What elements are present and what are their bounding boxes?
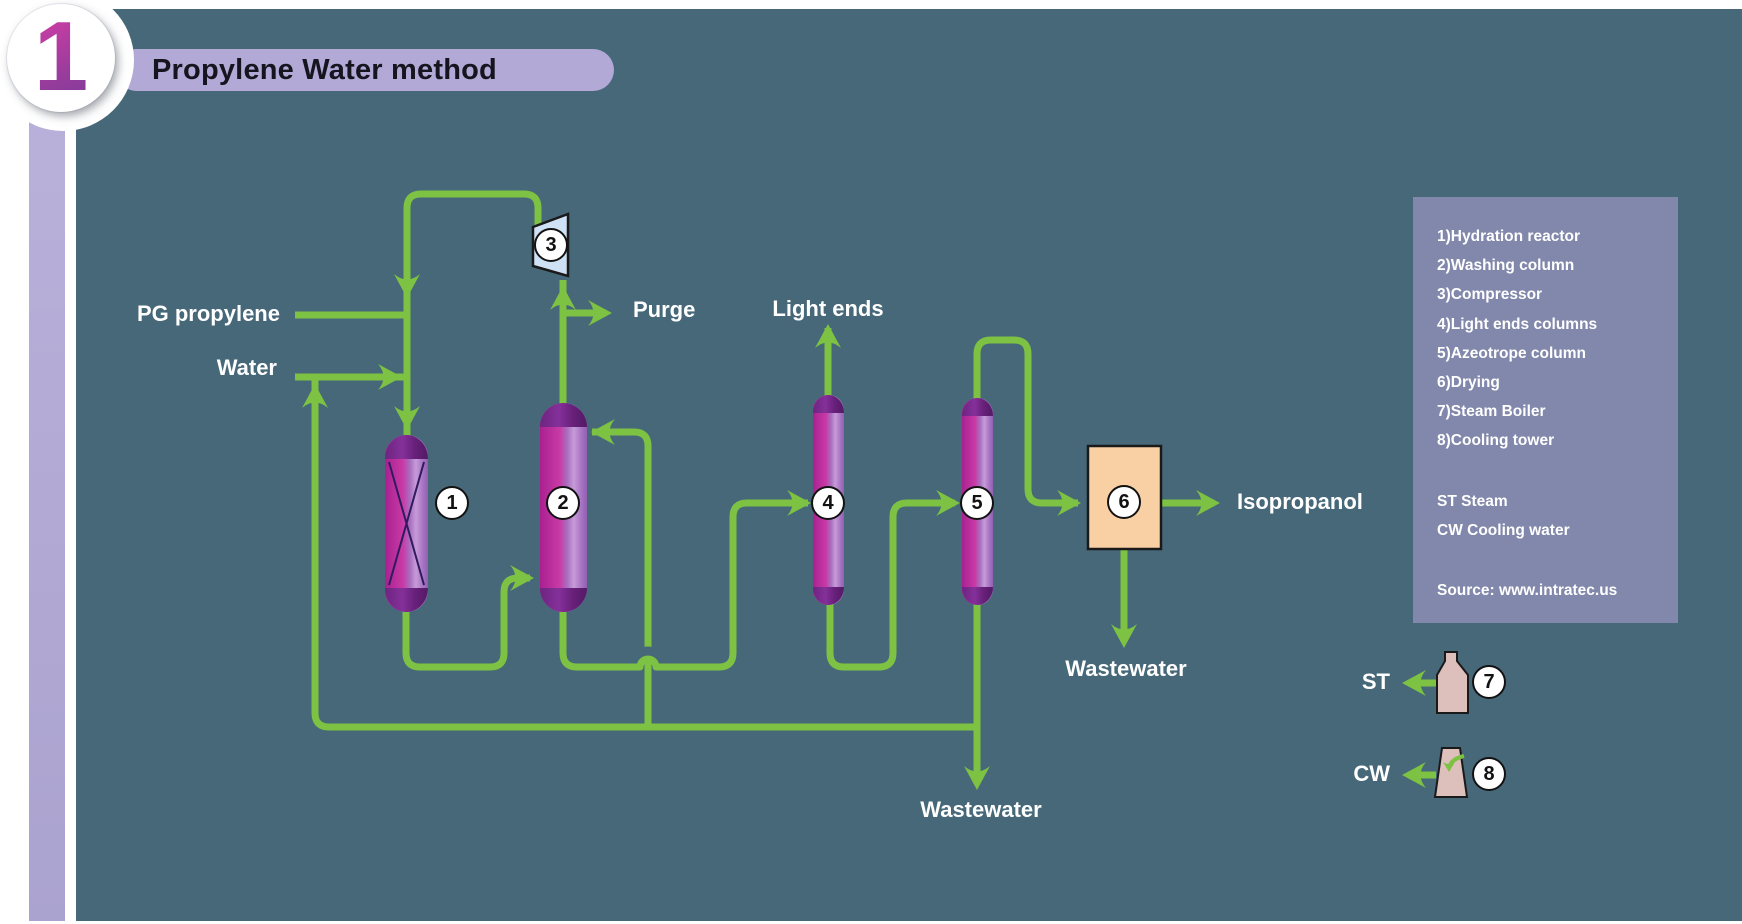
legend-item: 6)Drying — [1437, 374, 1500, 392]
equipment-number-2: 2 — [546, 486, 580, 520]
equipment-number-3: 3 — [534, 228, 568, 262]
legend-source: Source: www.intratec.us — [1437, 582, 1618, 600]
legend-item: 5)Azeotrope column — [1437, 344, 1586, 362]
equipment-number-6: 6 — [1107, 485, 1141, 519]
label-water: Water — [216, 355, 277, 380]
section-badge: 1 — [7, 1, 115, 112]
legend-item: 3)Compressor — [1437, 286, 1543, 304]
legend-item: 2)Washing column — [1437, 257, 1575, 275]
label-st: ST — [1361, 669, 1390, 694]
legend-item: 7)Steam Boiler — [1437, 403, 1546, 421]
label-light-ends: Light ends — [772, 296, 884, 321]
left-accent-strip — [29, 98, 65, 921]
label-cw: CW — [1353, 761, 1390, 786]
equipment-number-7: 7 — [1472, 665, 1506, 699]
label-pg-propylene: PG propylene — [136, 301, 280, 326]
legend-item: 1)Hydration reactor — [1437, 228, 1580, 245]
equipment-number-1: 1 — [435, 486, 469, 520]
equipment-number-5: 5 — [960, 486, 994, 520]
legend-item: 4)Light ends columns — [1437, 315, 1598, 333]
equipment-number-8: 8 — [1472, 757, 1506, 791]
badge-number: 1 — [7, 0, 115, 115]
legend-item: 8)Cooling tower — [1437, 432, 1555, 450]
title-banner: Propylene Water method — [120, 49, 614, 91]
legend-box: 1)Hydration reactor 2)Washing column 3)C… — [1413, 197, 1678, 623]
label-wastewater-bottom: Wastewater — [920, 797, 1042, 822]
equipment-number-4: 4 — [811, 486, 845, 520]
label-isopropanol: Isopropanol — [1237, 489, 1363, 514]
legend-cw-line: CW Cooling water — [1437, 521, 1570, 539]
label-purge: Purge — [633, 297, 696, 322]
page-title: Propylene Water method — [152, 54, 497, 86]
label-wastewater-dryer: Wastewater — [1065, 656, 1187, 681]
legend-st-line: ST Steam — [1437, 492, 1508, 510]
